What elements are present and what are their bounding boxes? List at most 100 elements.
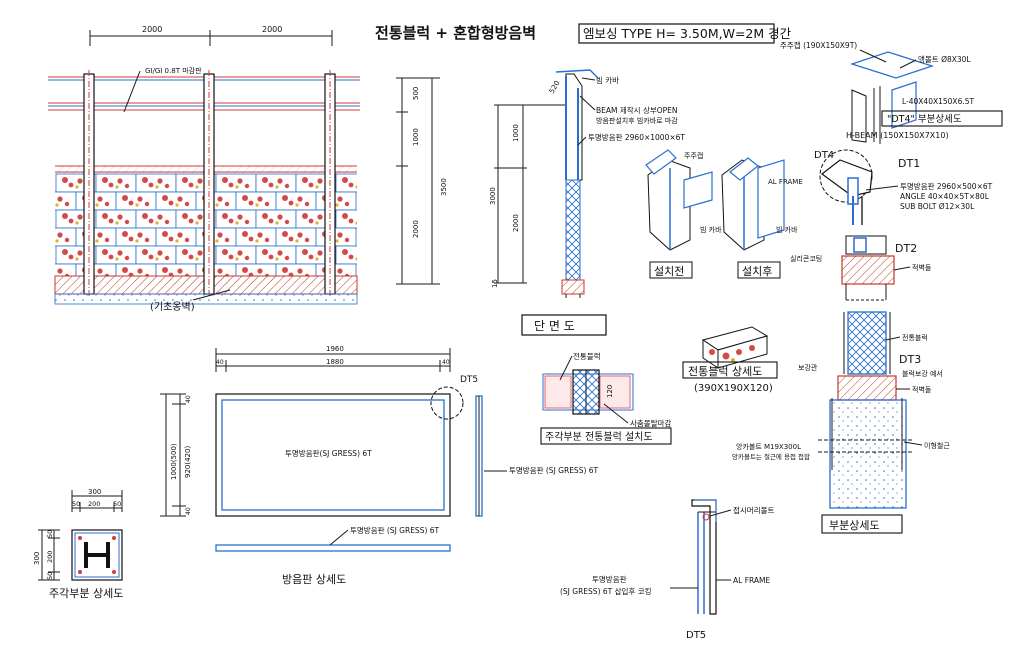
dt3-rebar: 이형철근	[924, 441, 950, 450]
wall-block	[215, 245, 257, 265]
corner-block-dim: 120	[606, 385, 614, 398]
dt3-anchor1: 앙카볼트 M19X300L	[736, 442, 801, 451]
corner-finish-label: 사춤몰탈마감	[630, 418, 671, 428]
drawing-title: 전통블럭 + 혼합형방음벽	[375, 24, 536, 42]
elevation-span-right: 2000	[262, 25, 282, 34]
post-base-h-total: 300	[33, 552, 41, 565]
panel-detail: 1960 1880 40 40 1000(500) 920(420) 40 40…	[160, 345, 599, 586]
dt1-line3: SUB BOLT Ø12×30L	[900, 202, 975, 211]
panel-edge-a: 40	[216, 359, 224, 366]
wall-block	[95, 245, 137, 265]
wall-block	[55, 227, 77, 247]
install-post-cap: 주주캡	[684, 152, 703, 160]
dt4-post-cap: 주주캡 (190X150X9T)	[780, 41, 857, 50]
dt3-tag: DT3	[899, 353, 921, 366]
wall-block	[235, 191, 277, 211]
panel-material-side: 투명방음판 (SJ GRESS) 6T	[509, 465, 599, 475]
section-dim-15: 15	[491, 279, 499, 288]
wall-block	[115, 227, 157, 247]
install-beam-cover-1: 빔 카바	[700, 225, 722, 234]
section-dim-1000: 1000	[512, 124, 520, 142]
panel-height-outer: 1000(500)	[170, 443, 178, 480]
panel-edge-b: 40	[442, 359, 450, 366]
dt1-tag: DT1	[898, 157, 920, 170]
section-caption: 단 면 도	[534, 319, 575, 333]
section-label-open: BEAM 제작시 상부OPEN	[596, 105, 678, 115]
panel-material-bottom: 투명방음판 (SJ GRESS) 6T	[350, 525, 440, 535]
elevation-dim-3500: 3500	[440, 178, 448, 196]
section-label-finish: 방음판설치후 빔카바로 마감	[596, 116, 678, 125]
dt4-angle: L-40X40X150X6.5T	[902, 97, 974, 106]
wall-block	[255, 209, 297, 229]
panel-width-inner: 1880	[326, 358, 344, 366]
post-base-detail: 300 50 200 50 300 50 200 50 주각부분 상세도	[33, 488, 123, 600]
block-detail-caption: 전통블럭 상세도	[688, 365, 762, 378]
wall-block	[55, 191, 77, 211]
post-base-h-b: 200	[46, 551, 54, 563]
wall-block	[315, 191, 357, 211]
wall-block	[135, 209, 177, 229]
wall-block	[115, 191, 157, 211]
elevation-dim-2000: 2000	[412, 220, 420, 238]
dt4-caption: "DT4" 부분상세도	[887, 114, 962, 125]
dt1-line2: ANGLE 40×40×5T×80L	[900, 192, 990, 201]
install-before: 설치전	[654, 265, 684, 278]
wall-block	[255, 173, 297, 193]
wall-block	[335, 173, 357, 193]
wall-block	[215, 209, 257, 229]
dt2-tag: DT2	[895, 242, 917, 255]
post-base-caption: 주각부분 상세도	[49, 587, 123, 600]
wall-block	[215, 173, 257, 193]
panel-detail-tag: DT5	[460, 375, 478, 385]
wall-block	[155, 227, 197, 247]
dt1-detail: DT4 DT1 투명방음판 2960×500×6T ANGLE 40×40×5T…	[814, 149, 993, 225]
section-label-beam: 빔 카바	[596, 75, 619, 85]
elevation-dim-500: 500	[412, 87, 420, 100]
wall-block	[255, 245, 297, 265]
dt3-brick: 적벽돌	[912, 385, 932, 394]
wall-block	[235, 227, 277, 247]
dt5-detail: 접시머리볼트 AL FRAME 투명방음판 (SJ GRESS) 6T 삽입후 …	[560, 499, 774, 641]
wall-block	[75, 191, 117, 211]
wall-block	[315, 227, 357, 247]
wall-block	[335, 245, 357, 265]
corner-block-caption: 주각부분 전통블럭 설치도	[545, 431, 653, 443]
wall-block	[135, 245, 177, 265]
post-base-w-c: 50	[113, 500, 121, 508]
dt2-brick: 적벽돌	[912, 263, 932, 272]
section-dim-3000: 3000	[489, 187, 497, 205]
install-beam-cover-2: 빔 카바	[776, 225, 798, 234]
panel-material-center: 투명방음판(SJ GRESS) 6T	[285, 448, 372, 458]
dt3-anchor2: 앙카볼트는 철근에 용접 접합	[732, 452, 810, 461]
drawing-spec: 엠보싱 TYPE H= 3.50M,W=2M 경간	[583, 26, 792, 41]
corner-block-label: 전통블럭	[573, 351, 601, 361]
elevation-span-left: 2000	[142, 25, 162, 34]
dt4-hbeam: H-BEAM (150X150X7X10)	[846, 131, 949, 140]
section-dim-2000: 2000	[512, 214, 520, 232]
wall-block	[75, 227, 117, 247]
panel-caption: 방음판 상세도	[282, 573, 346, 586]
post-base-w-b: 200	[88, 500, 100, 508]
wall-block	[95, 173, 137, 193]
elevation-dim-1000: 1000	[412, 128, 420, 146]
wall-block	[195, 227, 237, 247]
post-base-w-total: 300	[88, 488, 101, 496]
dt5-bolt: 접시머리볼트	[733, 506, 774, 515]
panel-height-inner: 920(420)	[184, 446, 192, 478]
wall-block	[335, 209, 357, 229]
dt1-line1: 투명방음판 2960×500×6T	[900, 181, 993, 191]
post-base-h-a: 50	[46, 530, 54, 538]
post-base-w-a: 50	[72, 500, 80, 508]
post-base-h-c: 50	[46, 572, 54, 580]
panel-width-outer: 1960	[326, 345, 344, 353]
section-view: 1000 3000 2000 15 520 빔 카바 BEAM 제작시 상부OP…	[489, 69, 685, 336]
wall-block	[135, 173, 177, 193]
panel-edge-d: 40	[185, 507, 192, 515]
traditional-block-detail: 전통블럭 상세도 (390X190X120)	[682, 326, 778, 394]
dt3-reinforce: 보강관	[798, 363, 818, 372]
dt3-block: 전통블럭	[902, 333, 928, 342]
wall-block	[275, 227, 317, 247]
panel-edge-c: 40	[185, 395, 192, 403]
wall-block	[155, 191, 197, 211]
